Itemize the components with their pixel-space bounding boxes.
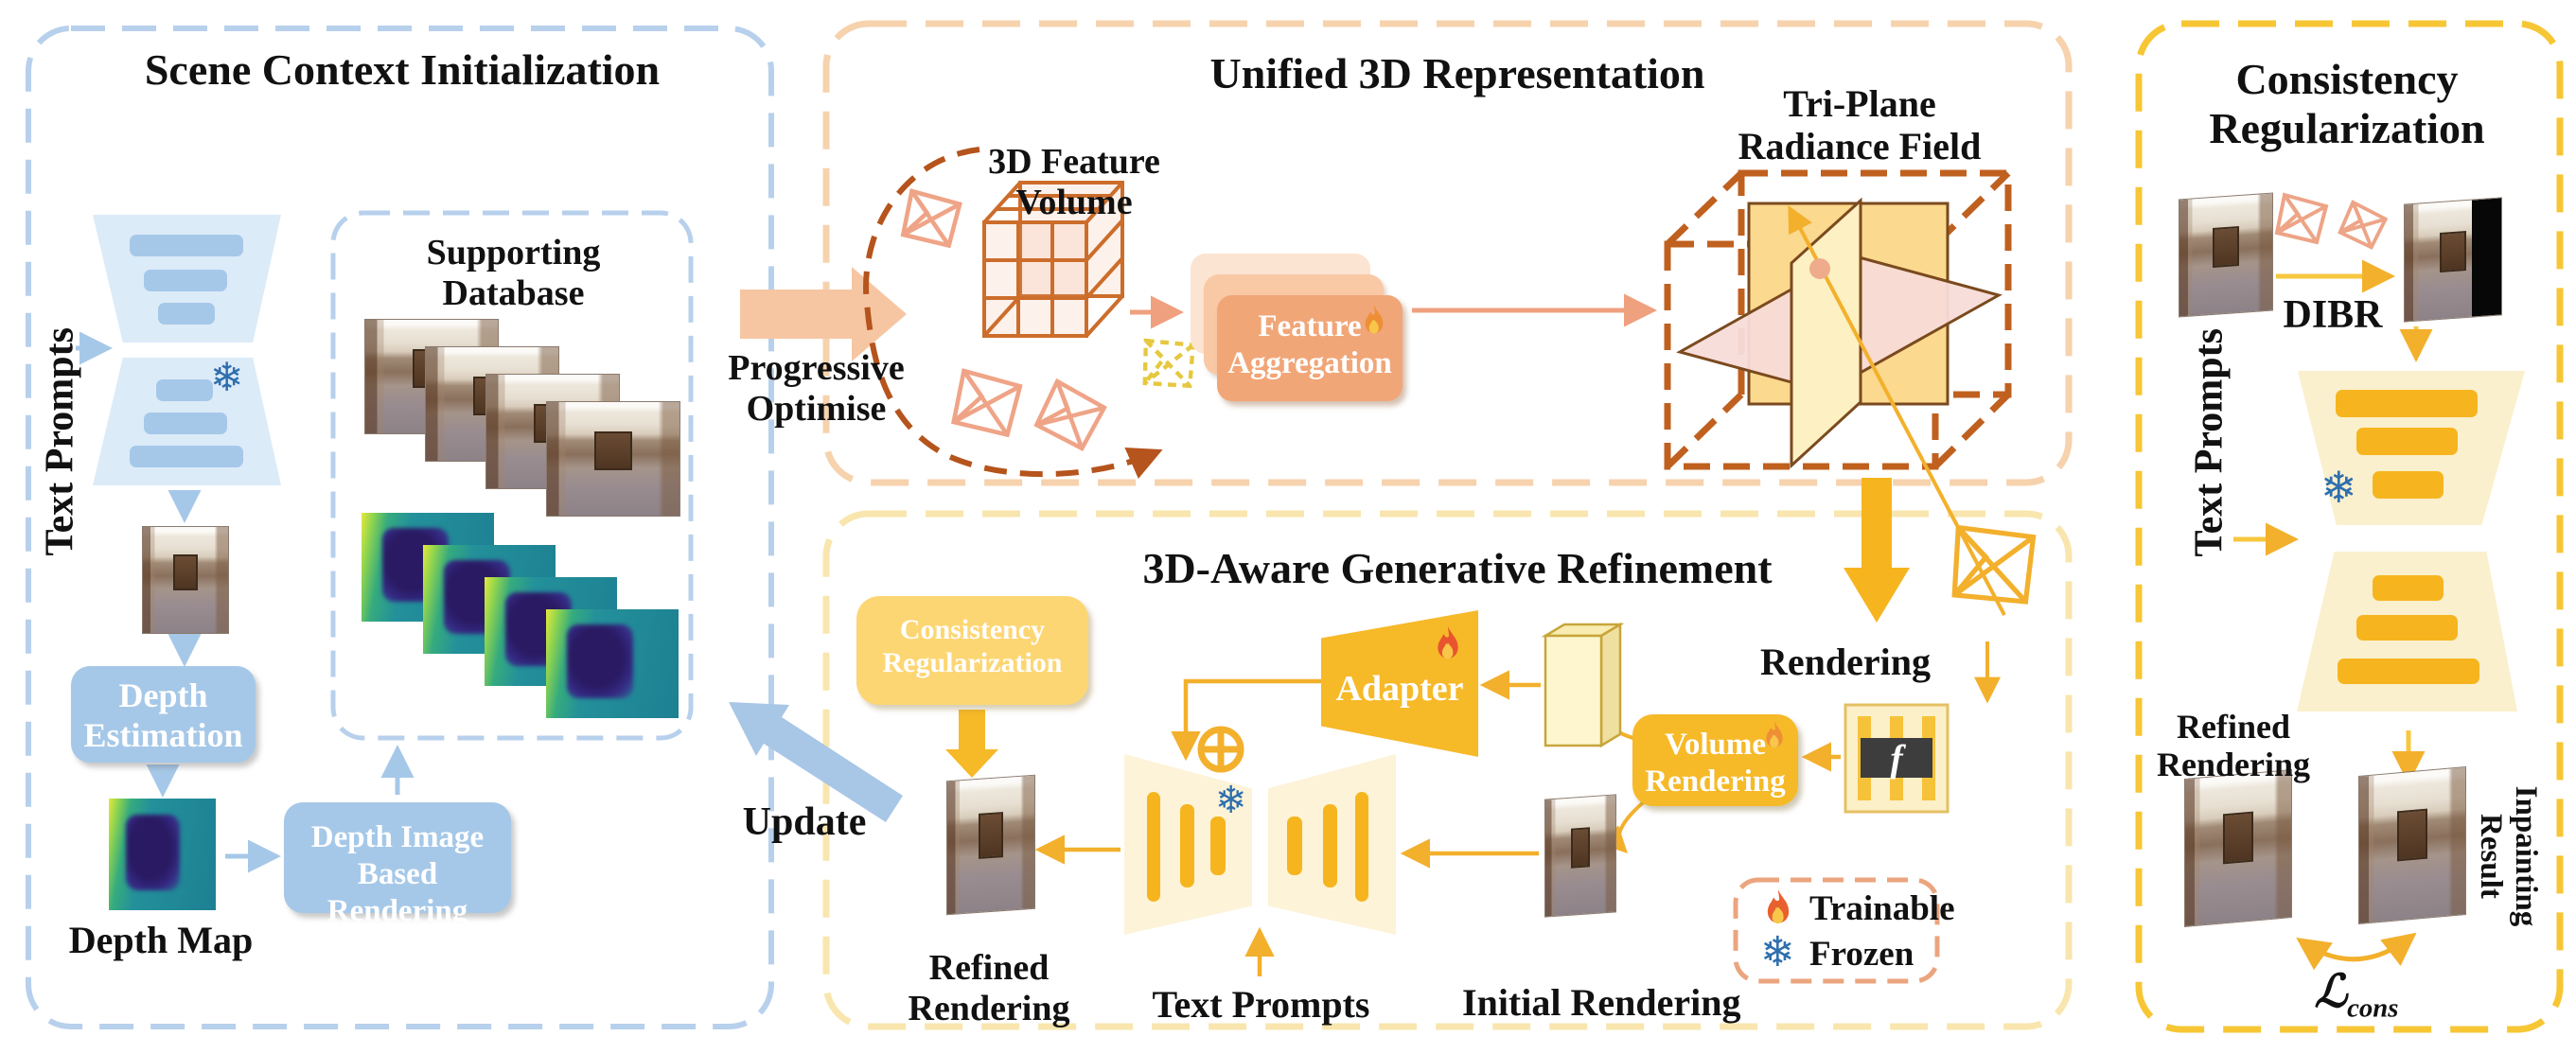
sample-point-dot bbox=[1809, 258, 1830, 279]
update-label: Update bbox=[742, 800, 867, 844]
weight-bar bbox=[2336, 390, 2478, 417]
scene-panel-title: Scene Context Initialization bbox=[144, 45, 661, 94]
weight-bar bbox=[2356, 428, 2458, 455]
consistency-reg-box bbox=[856, 596, 1088, 705]
legend-trainable-label: Trainable bbox=[1809, 889, 1955, 928]
weight-bar bbox=[1287, 817, 1302, 875]
weight-bar bbox=[2373, 471, 2444, 499]
text-prompts-left-label: Text Prompts bbox=[38, 327, 82, 556]
camera-frustum-icon bbox=[2336, 199, 2390, 252]
weight-bar bbox=[130, 446, 243, 467]
progressive-loop-outline bbox=[863, 147, 1163, 480]
rendering-down-arrow bbox=[1844, 478, 1910, 623]
fire-icon bbox=[1762, 889, 1794, 934]
refinement-panel-title: 3D-Aware Generative Refinement bbox=[1142, 544, 1773, 592]
database-image bbox=[546, 401, 680, 517]
sampling-ray bbox=[1788, 205, 2006, 616]
consistency-loss-arrow bbox=[2296, 932, 2417, 971]
snowflake-icon: ❄ bbox=[210, 354, 244, 400]
weight-bar bbox=[156, 379, 213, 401]
fire-icon bbox=[1361, 305, 1387, 343]
consistency-down-arrow bbox=[945, 710, 998, 778]
inpainting-result-image bbox=[2358, 766, 2466, 924]
depth-estimation-box bbox=[71, 666, 256, 763]
warped-view-image bbox=[2404, 197, 2502, 323]
legend-border bbox=[1733, 877, 1940, 984]
initial-rendering-label: Initial Rendering bbox=[1462, 981, 1741, 1024]
database-depth-map bbox=[546, 609, 679, 718]
triplane-planes bbox=[1676, 197, 2003, 469]
text-prompts-right-label: Text Prompts bbox=[2187, 328, 2232, 557]
weight-bar bbox=[2373, 575, 2444, 601]
feature-slab bbox=[1541, 622, 1625, 748]
scene-panel-border bbox=[26, 26, 774, 1029]
camera-frustum-icon bbox=[1033, 379, 1107, 451]
weight-bar bbox=[2356, 615, 2458, 641]
feature-volume-cube bbox=[982, 181, 1124, 338]
depth-map-image bbox=[109, 799, 216, 910]
f-label: f bbox=[1890, 737, 1903, 780]
generated-view-image bbox=[142, 526, 229, 634]
refined-rendering-right-image bbox=[2184, 769, 2292, 927]
weight-bar bbox=[2338, 659, 2479, 684]
weight-bar bbox=[1147, 792, 1160, 902]
weight-bar bbox=[1323, 804, 1337, 887]
weight-bar bbox=[1180, 804, 1194, 887]
plus-circle-icon bbox=[1197, 726, 1244, 773]
initial-rendering-image bbox=[1544, 794, 1616, 918]
volume-rendering-to-initial-arrow bbox=[1599, 798, 1649, 853]
legend-frozen-label: Frozen bbox=[1809, 935, 1914, 974]
camera-frustum-icon bbox=[2275, 193, 2328, 244]
fire-icon bbox=[1762, 721, 1787, 757]
adapter-label: Adapter bbox=[1335, 669, 1464, 709]
occlusion-mask bbox=[2472, 198, 2501, 317]
rendering-label: Rendering bbox=[1760, 641, 1931, 683]
weight-bar bbox=[130, 235, 243, 256]
weight-bar bbox=[144, 270, 227, 291]
weight-bar bbox=[144, 413, 227, 434]
unified-panel-border bbox=[822, 20, 2073, 486]
camera-frustum-icon bbox=[903, 191, 960, 246]
consistency-panel-border bbox=[2135, 20, 2564, 1033]
dibr-label: DIBR bbox=[2283, 293, 2383, 337]
snowflake-icon: ❄ bbox=[2320, 462, 2357, 513]
f-feature-grid bbox=[1844, 703, 1950, 814]
weight-bar bbox=[158, 303, 215, 325]
consistency-loss-label: ℒcons bbox=[2314, 967, 2399, 1024]
weight-bar bbox=[1355, 792, 1368, 902]
depth-map-label: Depth Map bbox=[68, 919, 254, 961]
supporting-database-border bbox=[330, 210, 694, 741]
dibr-box bbox=[284, 802, 511, 913]
fire-icon bbox=[1433, 626, 1463, 669]
adapter-to-unet-arrow bbox=[1171, 678, 1323, 762]
update-arrow bbox=[729, 702, 903, 822]
feature-aggregation-box bbox=[1217, 295, 1403, 401]
refined-rendering-image bbox=[946, 774, 1035, 916]
snowflake-icon: ❄ bbox=[1215, 779, 1247, 822]
unified-panel-title: Unified 3D Representation bbox=[1209, 49, 1705, 97]
snowflake-icon: ❄ bbox=[1760, 928, 1795, 976]
camera-frustum-icon bbox=[954, 371, 1020, 435]
text-prompts-bottom-label: Text Prompts bbox=[1152, 983, 1370, 1026]
consistency-panel-title: Consistency Regularization bbox=[2209, 55, 2485, 152]
render-camera-frustum-icon bbox=[1945, 518, 2041, 611]
weight-bar bbox=[1210, 817, 1226, 875]
